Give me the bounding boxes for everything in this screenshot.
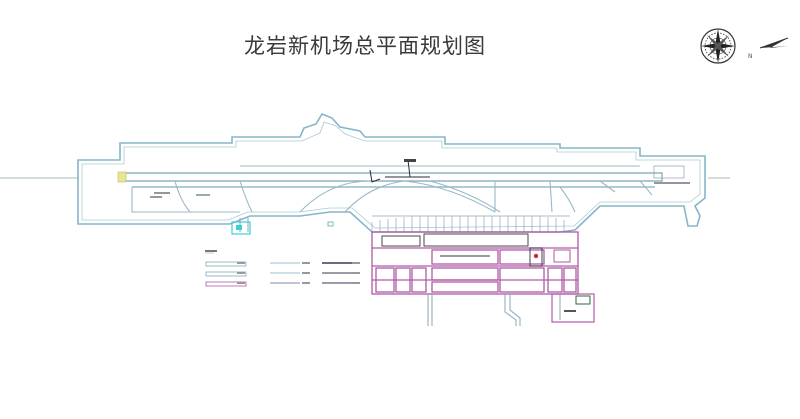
page-title: 龙岩新机场总平面规划图 [244, 34, 486, 58]
runway-threshold-west [117, 171, 127, 183]
southeast-facility-inner [575, 295, 591, 305]
taxiway-label [196, 194, 210, 196]
southeast-facility-label [564, 310, 576, 312]
cyan-bridge-small [236, 225, 242, 230]
cyan-bridge-icon [231, 221, 251, 235]
terminal-detail [381, 233, 543, 267]
east-box [653, 165, 685, 179]
landside-roads [239, 218, 561, 326]
terminal-zone [371, 231, 579, 295]
airfield-boundary [77, 113, 706, 233]
southeast-facility [551, 293, 595, 323]
compass-rose-icon [700, 28, 736, 64]
north-arrow-icon [759, 37, 789, 49]
cyan-small-box [327, 221, 334, 227]
north-label: N [748, 53, 753, 60]
taxiway-connectors [131, 180, 653, 213]
airfield-inner-boundary [81, 121, 701, 229]
west-label [150, 196, 162, 198]
terminal-small-box [553, 249, 571, 263]
legend [205, 250, 360, 287]
service-roads [154, 159, 690, 194]
red-marker-icon [533, 253, 539, 259]
apron-stands [371, 216, 565, 232]
navaid-label-box [404, 159, 416, 162]
